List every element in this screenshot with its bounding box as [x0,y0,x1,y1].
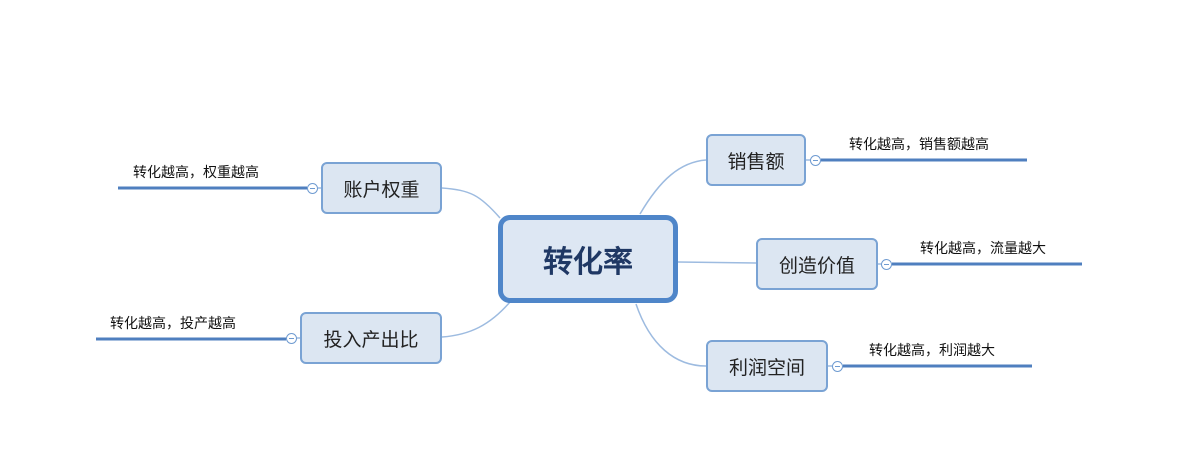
collapse-toggle-value-creation[interactable] [881,259,892,270]
connector-account-weight [441,187,501,219]
topic-account-weight[interactable]: 账户权重 [321,162,442,214]
connector-sales [639,159,707,215]
connector-value-creation [677,261,757,264]
topic-profit-space[interactable]: 利润空间 [706,340,828,392]
collapse-toggle-account-weight[interactable] [307,183,318,194]
note-value-creation: 转化越高，流量越大 [920,241,1046,257]
topic-sales[interactable]: 销售额 [706,134,806,186]
collapse-toggle-profit-space[interactable] [832,361,843,372]
note-account-weight: 转化越高，权重越高 [133,165,259,181]
collapse-toggle-sales[interactable] [810,155,821,166]
connector-input-output [441,301,511,338]
topic-value-creation[interactable]: 创造价值 [756,238,878,290]
note-input-output: 转化越高，投产越高 [110,316,236,332]
note-profit-space: 转化越高，利润越大 [869,343,995,359]
collapse-toggle-input-output[interactable] [286,333,297,344]
topic-input-output[interactable]: 投入产出比 [300,312,442,364]
note-sales: 转化越高，销售额越高 [849,137,989,153]
central-topic[interactable]: 转化率 [498,215,678,303]
connector-profit-space [635,303,707,367]
